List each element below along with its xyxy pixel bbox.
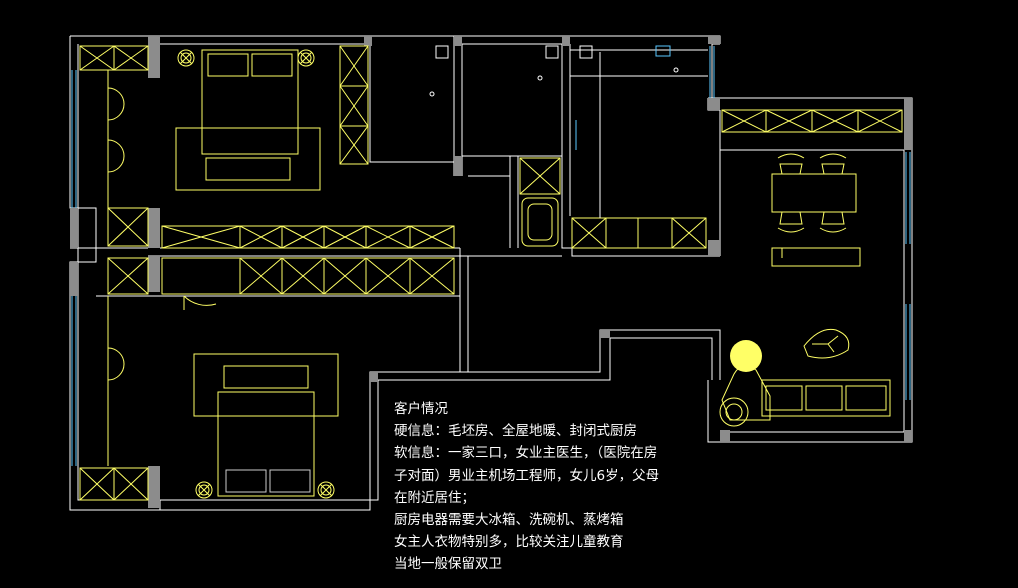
living-cabinet [721, 109, 903, 133]
windows [71, 45, 911, 466]
tall-cabinet [339, 45, 369, 165]
furniture [79, 45, 903, 501]
wall-fills [70, 36, 912, 508]
notes-line: 子对面）男业主机场工程师，女儿6岁，父母 [394, 467, 660, 484]
notes-line: 软信息：一家三口，女业主医生，（医院在房 [394, 445, 658, 462]
wardrobe-top-left [79, 45, 149, 71]
notes-line: 当地一般保留双卫 [394, 556, 502, 573]
sofa [719, 365, 891, 427]
notes-line: 硬信息：毛坯房、全屋地暖、封闭式厨房 [394, 423, 637, 440]
client-notes: 客户情况 硬信息：毛坯房、全屋地暖、封闭式厨房 软信息：一家三口，女业主医生，（… [394, 398, 659, 576]
notes-line: 在附近居住； [394, 489, 475, 506]
notes-line: 厨房电器需要大冰箱、洗碗机、蒸烤箱 [394, 512, 624, 529]
corridor-cabinets-lower [161, 257, 455, 295]
dining-table [771, 153, 857, 233]
fixtures [429, 45, 679, 97]
master-bed [175, 49, 321, 191]
notes-title: 客户情况 [394, 401, 448, 417]
second-bed [193, 353, 339, 499]
corridor-cabinets-upper [161, 225, 455, 249]
notes-line: 女主人衣物特别多，比较关注儿童教育 [394, 534, 624, 551]
